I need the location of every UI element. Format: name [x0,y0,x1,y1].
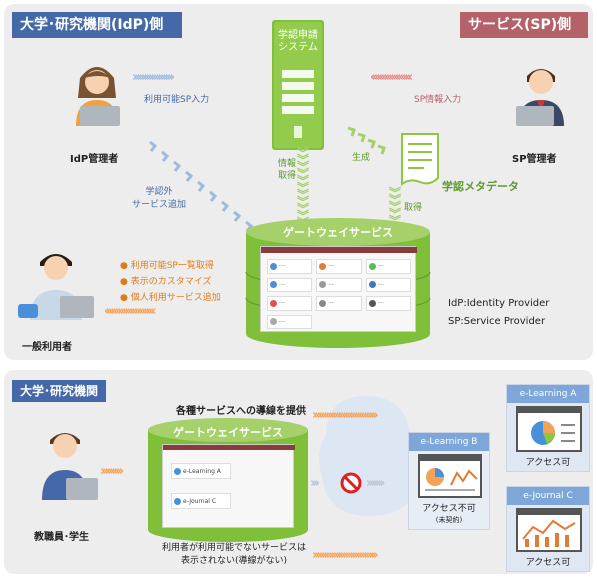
idp-admin-label: IdP管理者 [70,154,119,165]
user-feature-2: ● 表示のカスタマイズ [120,277,212,287]
service-tile: ···· [316,259,362,274]
gateway-screen-mockup: ···· ···· ···· ···· ···· ···· ···· ···· … [260,246,417,332]
bottom-heading: 各種サービスへの導線を提供 [176,406,306,417]
service-c-title: e-Journal C [507,487,589,505]
pie-window-icon [516,406,582,452]
service-b-title: e-Learning B [409,433,489,451]
idp-admin-illustration [76,67,120,126]
gateway-bottom-screen: e-Learning A e-Journal C [162,444,295,528]
service-a-status: アクセス可 [525,458,571,468]
service-b-status: アクセス不可 [422,504,476,514]
bottom-note: 利用者が利用可能でないサービスは 表示されない(導線がない) [161,543,306,566]
metadata-document-icon [401,133,439,186]
application-system: 学認申請 システム [258,18,338,150]
ejournal-icon [174,497,181,505]
legend-sp: SP:Service Provider [448,316,546,327]
arrow-blocked-b: ››››››› [366,476,385,491]
service-a-card: e-Learning A アクセス可 [506,384,590,472]
arrow-sp-info-label: SP情報入力 [414,95,462,105]
server-icon [272,20,324,150]
service-b-card: e-Learning B アクセス不可 (未契約) [408,432,490,530]
service-tile: ···· [365,296,411,311]
gateway-item-c[interactable]: e-Journal C [171,493,231,509]
chart-window-icon [418,454,482,498]
arrow-info-get-label: 情報 取得 [278,159,297,181]
arrow-to-service-c: ››››››››››››››››››››››››››› [312,548,379,563]
arrow-to-service-a: ››››››››››››››››››››››››››› [312,408,379,423]
service-a-title: e-Learning A [507,385,589,403]
service-c-status: アクセス可 [525,558,571,568]
arrow-gateway-to-user: ‹‹‹‹‹‹‹‹‹‹‹‹‹‹‹‹‹‹‹‹‹ [104,304,156,319]
arrow-sp-to-system: ‹‹‹‹‹‹‹‹‹‹‹‹‹‹‹‹‹ [370,70,413,85]
line-chart-window-icon [516,508,582,552]
service-tile: ···· [316,296,362,311]
arrow-generate [347,126,386,155]
service-tile: ···· [267,277,313,292]
service-tile: ···· [365,259,411,274]
service-tile: ···· [316,277,362,292]
arrow-get-label: 取得 [404,203,423,213]
service-tile: ···· [267,314,313,329]
gateway-service-bottom: ゲートウェイサービス e-Learning A e-Journal C [148,418,308,542]
service-b-sub: (未契約) [435,516,463,524]
arrow-idp-to-system: ››››››››››››››››› [132,70,175,85]
staff-student-label: 教職員･学生 [34,532,89,543]
elearning-icon [174,467,181,475]
system-label: 学認申請 システム [278,30,318,53]
org-title: 大学･研究機関 [12,380,107,402]
sp-admin-label: SP管理者 [512,154,557,165]
sp-admin-illustration [516,69,564,126]
user-feature-1: ● 利用可能SP一覧取得 [120,261,214,271]
idp-side-title: 大学･研究機関(IdP)側 [12,12,182,38]
gateway-title-bottom: ゲートウェイサービス [173,426,283,439]
prohibited-icon [340,472,362,494]
arrow-to-service-b: ››› [310,476,320,491]
gateway-title-top: ゲートウェイサービス [283,226,393,239]
staff-student-illustration [42,433,98,500]
user-feature-3: ● 個人利用サービス追加 [120,293,221,303]
legend-idp: IdP:Identity Provider [448,298,550,309]
arrow-external-service [149,140,254,232]
arrow-user-to-gateway: ››››››››› [100,464,124,479]
service-c-card: e-Journal C アクセス可 [506,486,590,572]
service-tile: ···· [365,277,411,292]
sp-side-title: サービス(SP)側 [460,12,588,38]
gateway-item-a[interactable]: e-Learning A [171,463,231,479]
general-user-illustration [18,254,94,320]
arrow-external-label: 学認外 サービス追加 [132,187,187,210]
service-tile: ···· [267,259,313,274]
service-tile: ···· [267,296,313,311]
arrow-sp-input-label: 利用可能SP入力 [144,95,210,105]
general-user-label: 一般利用者 [22,342,72,353]
gateway-service-top: ゲートウェイサービス ···· ···· ···· ···· ···· ····… [245,218,431,348]
arrow-generate-label: 生成 [352,153,371,163]
arrow-info-get: ︾ ︾ ︾ ︾ ︾ ︾ ︾ ︾ ︾ ︾ ︾ [296,146,309,229]
metadata-label: 学認メタデータ [442,180,519,193]
